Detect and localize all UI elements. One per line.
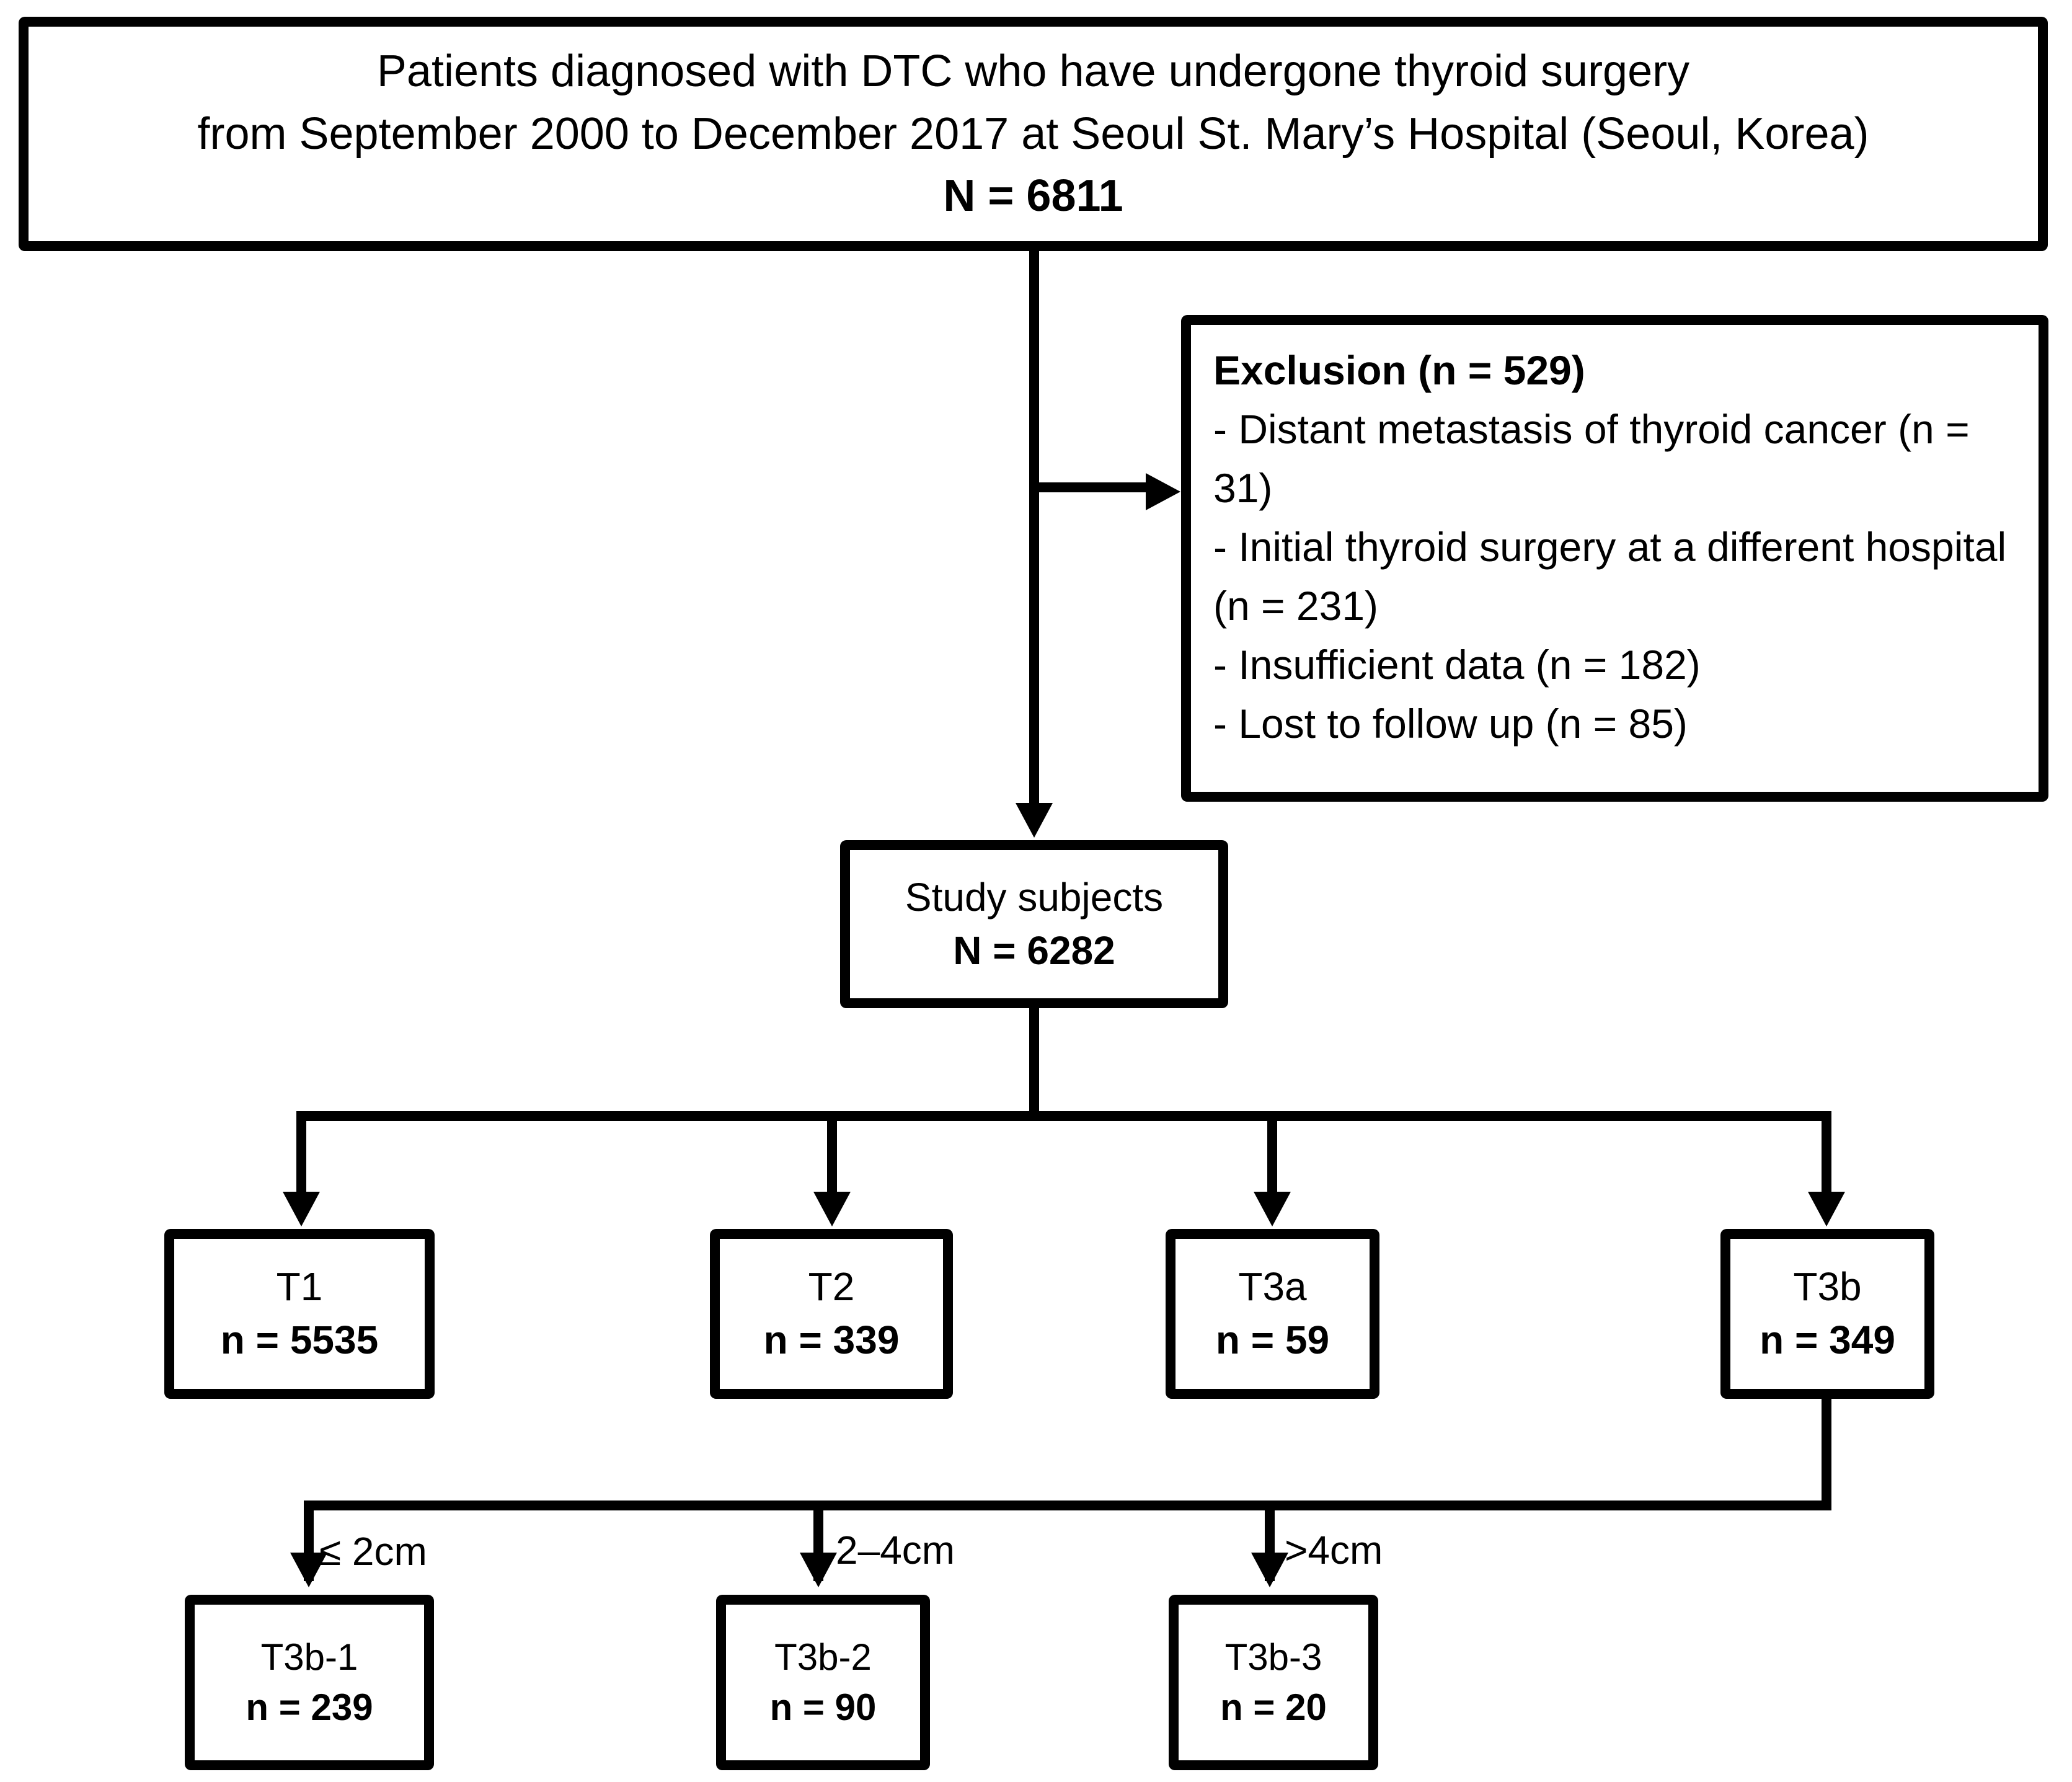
arrowhead-to-exclusion-box (1146, 473, 1180, 510)
trunk-line-study-to-tstage-bar (1029, 1008, 1039, 1116)
t3b-subgroup-distribution-bar (304, 1501, 1831, 1510)
arrowhead-t2 (813, 1192, 851, 1226)
study-subjects-box: Study subjects N = 6282 (840, 840, 1228, 1008)
t3b-label: T3b (1793, 1264, 1862, 1310)
t3b-2-count: n = 90 (769, 1686, 877, 1728)
arrowhead-to-study-box (1016, 803, 1053, 838)
t3b-subgroup-box-t3b-3: T3b-3 n = 20 (1169, 1595, 1378, 1770)
edge-label-t3b-3: >4cm (1285, 1528, 1383, 1572)
t1-count: n = 5535 (220, 1318, 379, 1362)
drop-line-t2 (827, 1111, 837, 1192)
t3b-1-count: n = 239 (246, 1686, 373, 1728)
drop-line-t3b (1822, 1111, 1831, 1192)
arrowhead-t3b-2 (800, 1553, 837, 1587)
t-stage-box-t2: T2 n = 339 (710, 1229, 953, 1399)
study-subjects-label: Study subjects (905, 874, 1164, 920)
t-stage-box-t1: T1 n = 5535 (164, 1229, 435, 1399)
exclusion-box: Exclusion (n = 529) - Distant metastasis… (1181, 315, 2048, 802)
arrowhead-t3b (1808, 1192, 1845, 1226)
exclusion-item-distant-metastasis: - Distant metastasis of thyroid cancer (… (1213, 406, 1970, 512)
t3b-1-label: T3b-1 (260, 1636, 358, 1678)
edge-label-t3b-1: ≤ 2cm (319, 1529, 427, 1574)
exclusion-item-insufficient-data: - Insufficient data (n = 182) (1213, 642, 1701, 688)
tstage-distribution-bar (296, 1111, 1831, 1121)
t-stage-box-t3b: T3b n = 349 (1720, 1229, 1934, 1399)
exclusion-item-lost-to-follow-up: - Lost to follow up (n = 85) (1213, 701, 1688, 747)
trunk-line-cohort-to-study (1029, 251, 1039, 803)
branch-line-to-exclusion (1034, 482, 1146, 492)
study-subjects-count: N = 6282 (953, 928, 1115, 973)
t3a-count: n = 59 (1215, 1318, 1330, 1362)
drop-line-t3a (1267, 1111, 1277, 1192)
arrowhead-t3b-3 (1251, 1553, 1288, 1587)
cohort-total-n: N = 6811 (943, 171, 1123, 221)
arrowhead-t3a (1254, 1192, 1291, 1226)
t3b-2-label: T3b-2 (774, 1636, 872, 1678)
t3a-label: T3a (1238, 1264, 1307, 1310)
t3b-3-label: T3b-3 (1224, 1636, 1322, 1678)
edge-label-t3b-2: 2–4cm (836, 1528, 955, 1572)
t3b-count: n = 349 (1760, 1318, 1895, 1362)
t1-label: T1 (276, 1264, 323, 1310)
trunk-line-t3b-to-subgroup-bar (1822, 1395, 1831, 1510)
t2-count: n = 339 (763, 1318, 900, 1362)
exclusion-item-different-hospital: - Initial thyroid surgery at a different… (1213, 524, 2007, 629)
cohort-box: Patients diagnosed with DTC who have und… (19, 17, 2048, 251)
drop-line-t1 (296, 1111, 306, 1192)
exclusion-heading: Exclusion (n = 529) (1213, 347, 1585, 393)
t2-label: T2 (808, 1264, 855, 1310)
t-stage-box-t3a: T3a n = 59 (1166, 1229, 1379, 1399)
cohort-line-2: from September 2000 to December 2017 at … (197, 109, 1869, 159)
arrowhead-t3b-1 (290, 1553, 327, 1587)
t3b-subgroup-box-t3b-2: T3b-2 n = 90 (716, 1595, 930, 1770)
t3b-subgroup-box-t3b-1: T3b-1 n = 239 (185, 1595, 434, 1770)
arrowhead-t1 (283, 1192, 320, 1226)
t3b-3-count: n = 20 (1220, 1686, 1327, 1728)
cohort-line-1: Patients diagnosed with DTC who have und… (376, 47, 1690, 97)
